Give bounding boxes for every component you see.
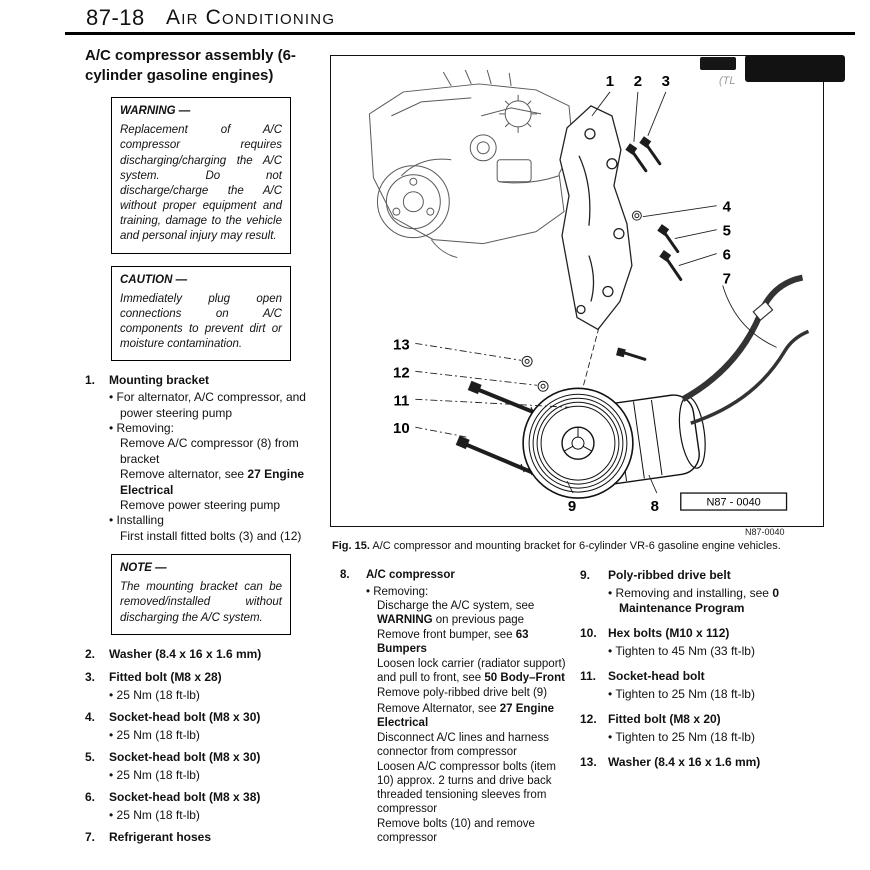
step-line: Loosen lock carrier (radiator support) a… (377, 658, 566, 685)
page-number: 87-18 (86, 5, 145, 30)
article-title: A/C compressor assembly (6-cylinder gaso… (85, 47, 296, 84)
spec-line: Tighten to 25 Nm (18 ft-lb) (608, 687, 824, 702)
engine-illustration: 1 2 3 4 5 6 7 8 9 10 11 12 13 N87 - 0040 (368, 69, 810, 515)
torque-spec: 25 Nm (18 ft-lb) (109, 688, 315, 702)
torque-spec: 25 Nm (18 ft-lb) (109, 808, 315, 822)
figure-frame: 1 2 3 4 5 6 7 8 9 10 11 12 13 N87 - 0040 (330, 55, 824, 527)
warning-label: WARNING — (120, 105, 191, 117)
step-line: Remove poly-ribbed drive belt (9) (377, 687, 548, 700)
callout-3: 3 (662, 73, 670, 90)
callout-13: 13 (393, 336, 410, 353)
item-title: Mounting bracket (109, 373, 210, 388)
step-line: First install fitted bolts (3) and (12) (120, 528, 302, 543)
torque-spec: 25 Nm (18 ft-lb) (109, 728, 315, 742)
step-line: Discharge the A/C system, see WARNING on… (377, 600, 535, 627)
right-column: 9.Poly-ribbed drive belt Removing and in… (580, 568, 824, 780)
step-line: Remove bolts (10) and remove compressor (377, 817, 535, 844)
step-line: Loosen A/C compressor bolts (item 10) ap… (377, 760, 556, 815)
note-box: NOTE — The mounting bracket can be remov… (111, 554, 291, 635)
part-item-6: 6.Socket-head bolt (M8 x 38) 25 Nm (18 f… (85, 790, 315, 822)
part-item-2: 2.Washer (8.4 x 16 x 1.6 mm) (85, 646, 262, 661)
refrigerant-hoses-drawing (681, 274, 810, 425)
step-line: Remove A/C compressor (8) from bracket (120, 436, 299, 466)
step-line: Remove Alternator, see 27 Engine Electri… (377, 702, 555, 729)
scan-artifact-text: (TL (719, 75, 736, 87)
part-item-1: 1. Mounting bracket For alternator, A/C … (85, 373, 315, 544)
part-item-9: 9.Poly-ribbed drive belt Removing and in… (580, 568, 824, 616)
note-text: The mounting bracket can be removed/inst… (120, 581, 282, 624)
callout-10: 10 (393, 420, 410, 437)
bullet-line: Removing: (366, 585, 568, 599)
plate-label-box: N87 - 0040 (680, 492, 788, 511)
part-item-5: 5.Socket-head bolt (M8 x 30) 25 Nm (18 f… (85, 750, 315, 782)
part-item-3: 3.Fitted bolt (M8 x 28) 25 Nm (18 ft-lb) (85, 670, 315, 702)
removing-steps: Remove A/C compressor (8) from bracket R… (120, 436, 315, 513)
header-rule (65, 32, 855, 35)
step-line: Remove alternator, see 27 Engine Electri… (120, 467, 305, 497)
compressor-drawing (522, 387, 706, 499)
item-number: 1. (85, 373, 96, 388)
scan-artifact (745, 55, 845, 82)
callout-1: 1 (606, 73, 614, 90)
step-line: Remove power steering pump (120, 497, 281, 512)
caution-text: Immediately plug open connections on A/C… (120, 292, 282, 351)
plate-reference: N87-0040 (745, 527, 785, 537)
spec-line: Tighten to 25 Nm (18 ft-lb) (608, 730, 824, 745)
callout-5: 5 (723, 223, 731, 240)
plate-label: N87 - 0040 (707, 497, 761, 509)
spec-line: Removing and installing, see 0 Maintenan… (608, 586, 824, 616)
part-item-8: 8. A/C compressor Removing: Discharge th… (340, 568, 568, 846)
bolt-icons (621, 142, 683, 361)
callout-8: 8 (651, 498, 659, 515)
compressor-pulley (522, 387, 634, 499)
long-bolt-icons (455, 380, 554, 479)
item-title: A/C compressor (366, 569, 455, 581)
part-item-4: 4.Socket-head bolt (M8 x 30) 25 Nm (18 f… (85, 710, 315, 742)
step-line: Remove front bumper, see 63 Bumpers (377, 629, 529, 656)
part-item-11: 11.Socket-head bolt Tighten to 25 Nm (18… (580, 669, 824, 702)
callout-11: 11 (393, 392, 409, 409)
item-number: 8. (340, 569, 350, 581)
washer-icons (521, 210, 642, 392)
engine-block-drawing (368, 69, 574, 259)
callout-numbers: 1 2 3 4 5 6 7 8 9 10 11 12 13 (393, 73, 732, 515)
bullet-line: For alternator, A/C compressor, and powe… (109, 390, 315, 421)
removal-steps: Discharge the A/C system, see WARNING on… (377, 599, 568, 844)
callout-12: 12 (393, 364, 410, 381)
step-line: Disconnect A/C lines and harness connect… (377, 731, 549, 758)
part-item-7: 7.Refrigerant hoses (85, 829, 212, 844)
caution-box: CAUTION — Immediately plug open connecti… (111, 265, 291, 362)
bullet-line: Installing (109, 513, 315, 528)
spec-line: Tighten to 45 Nm (33 ft-lb) (608, 644, 824, 659)
figure-caption: Fig. 15. A/C compressor and mounting bra… (332, 540, 781, 552)
left-column: A/C compressor assembly (6-cylinder gaso… (85, 46, 315, 853)
torque-spec: 25 Nm (18 ft-lb) (109, 768, 315, 782)
warning-box: WARNING — Replacement of A/C compressor … (111, 97, 291, 254)
part-item-13: 13.Washer (8.4 x 16 x 1.6 mm) (580, 755, 761, 769)
leader-lines (415, 91, 777, 494)
warning-text: Replacement of A/C compressor requires d… (120, 124, 282, 243)
scan-artifact (700, 57, 736, 70)
chapter-title: Air Conditioning (166, 6, 336, 29)
bolt-heads (616, 136, 672, 358)
callout-7: 7 (723, 271, 731, 288)
callout-2: 2 (634, 73, 642, 90)
installing-steps: First install fitted bolts (3) and (12) (120, 529, 315, 544)
callout-9: 9 (568, 498, 576, 515)
callout-4: 4 (723, 199, 732, 216)
part-item-10: 10.Hex bolts (M10 x 112) Tighten to 45 N… (580, 626, 824, 659)
mounting-bracket-drawing (559, 105, 633, 331)
caution-label: CAUTION — (120, 273, 188, 286)
bullet-line: Removing: (109, 421, 315, 436)
callout-6: 6 (723, 247, 731, 264)
note-label: NOTE — (120, 562, 167, 574)
part-item-12: 12.Fitted bolt (M8 x 20) Tighten to 25 N… (580, 712, 824, 745)
